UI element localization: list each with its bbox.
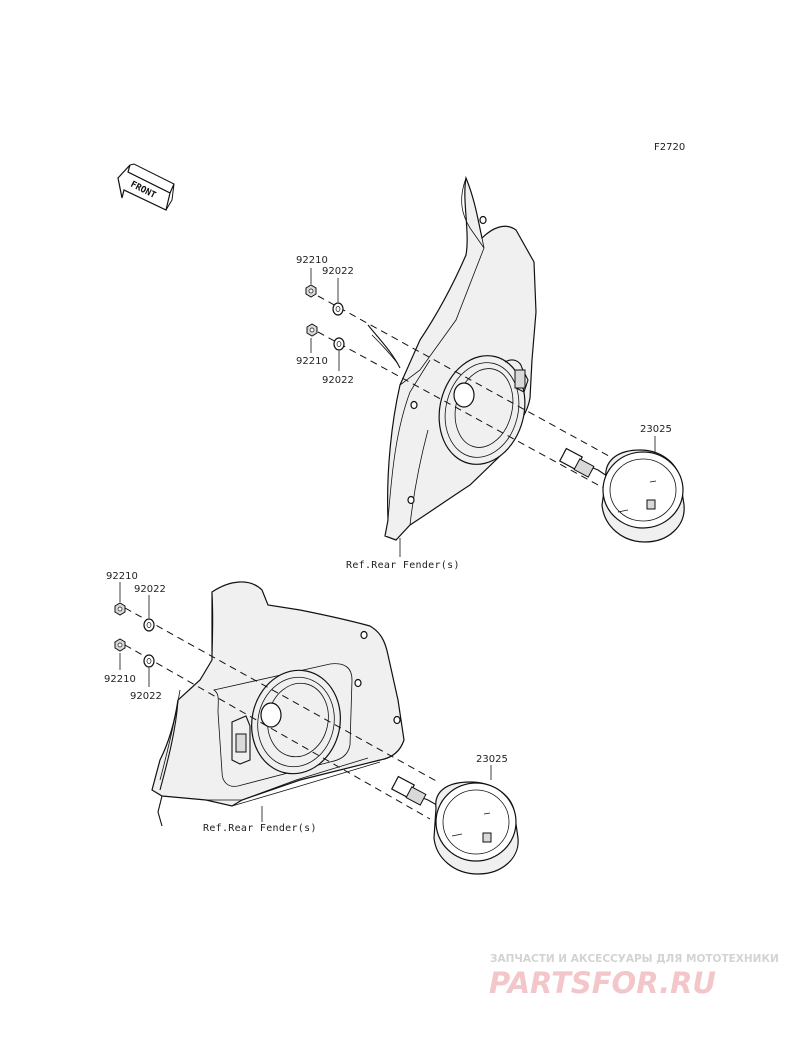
upper-fender-panel: [367, 175, 537, 541]
lower-lamp-unit: [433, 781, 519, 875]
lower-lamp-label: 23025: [476, 754, 508, 765]
lower-nut-label-1: 92210: [106, 571, 138, 582]
upper-assembly: 92210 92022 92210 92022 23025 Ref.Rear F…: [296, 175, 685, 571]
watermark: ЗАПЧАСТИ И АКСЕССУАРЫ ДЛЯ МОТОТЕХНИКИ PA…: [489, 953, 779, 1000]
lower-nut-2: [114, 638, 126, 652]
upper-nut-label-1: 92210: [296, 255, 328, 266]
upper-washer-label-2: 92022: [322, 375, 354, 386]
lower-washer-label-1: 92022: [134, 584, 166, 595]
lower-ref-label: Ref.Rear Fender(s): [203, 823, 317, 834]
upper-lamp-label: 23025: [640, 424, 672, 435]
upper-washer-label-1: 92022: [322, 266, 354, 277]
lower-washer-label-2: 92022: [130, 691, 162, 702]
figure-code: F2720: [654, 142, 685, 153]
mount-hole: [360, 630, 368, 640]
upper-lamp-unit: [601, 449, 685, 543]
upper-connector: [558, 447, 611, 479]
lower-nut-label-2: 92210: [104, 674, 136, 685]
lower-fender-panel: [151, 581, 405, 827]
upper-washer-2: [333, 337, 345, 351]
upper-nut-1: [305, 284, 317, 298]
mount-hole: [410, 400, 418, 410]
mount-hole: [354, 678, 362, 688]
mount-hole: [393, 715, 401, 725]
lower-assembly: 92210 92022 92210 92022 23025 Ref.Rear F…: [104, 571, 519, 875]
watermark-tagline: ЗАПЧАСТИ И АКСЕССУАРЫ ДЛЯ МОТОТЕХНИКИ: [490, 953, 779, 965]
lower-connector: [390, 775, 443, 809]
lower-washer-2: [143, 654, 155, 668]
upper-nut-label-2: 92210: [296, 356, 328, 367]
watermark-brand: PARTSFOR.RU: [489, 966, 716, 1000]
upper-ref-label: Ref.Rear Fender(s): [346, 560, 460, 571]
mount-hole: [407, 495, 415, 505]
upper-nut-2: [306, 323, 318, 337]
upper-washer-1: [332, 302, 344, 316]
lower-nut-1: [114, 602, 126, 616]
lower-washer-1: [143, 618, 155, 632]
mount-hole: [479, 215, 487, 225]
front-arrow-icon: FRONT: [117, 163, 175, 211]
